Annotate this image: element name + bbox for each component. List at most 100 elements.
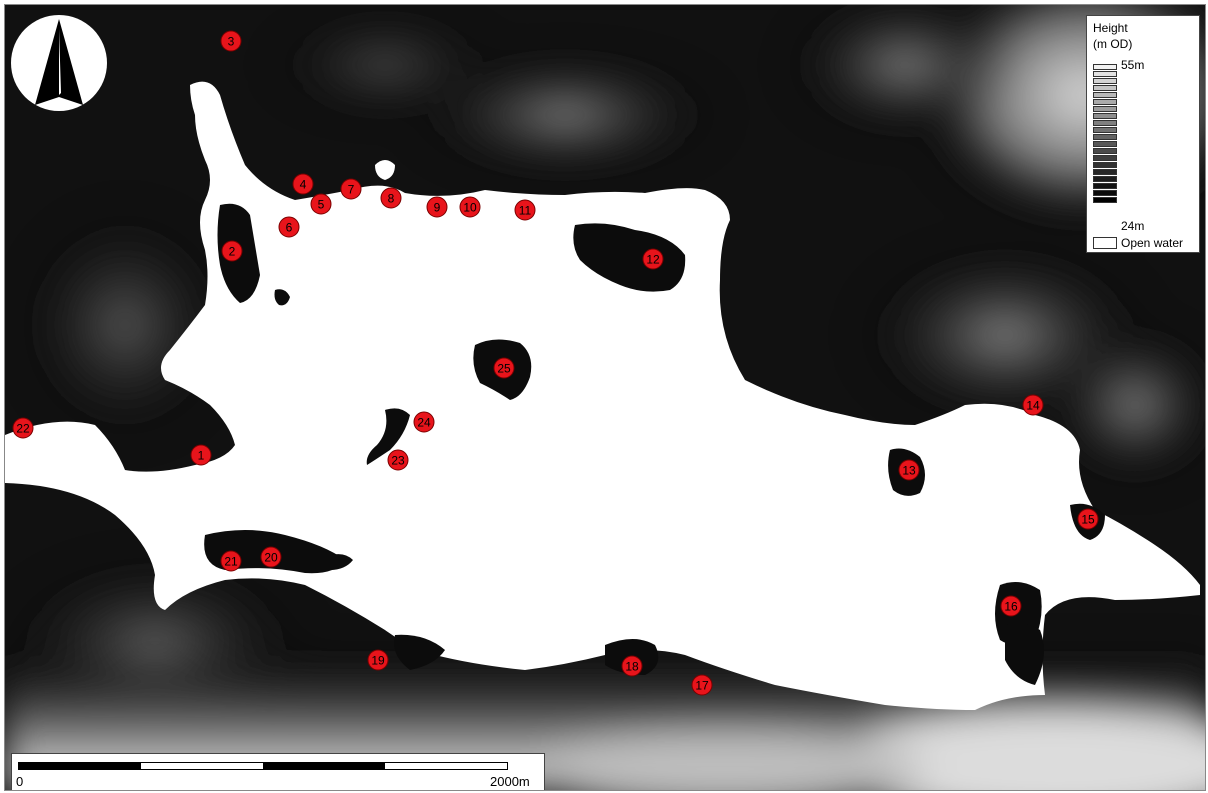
site-marker-22[interactable]: 22 bbox=[12, 417, 34, 439]
site-marker-11[interactable]: 11 bbox=[514, 199, 536, 221]
legend-ramp-step bbox=[1093, 162, 1117, 168]
site-marker-dot bbox=[1077, 508, 1099, 530]
site-marker-label: 21 bbox=[224, 555, 238, 569]
legend-ramp-step bbox=[1093, 176, 1117, 182]
site-marker-13[interactable]: 13 bbox=[898, 459, 920, 481]
site-marker-dot bbox=[493, 357, 515, 379]
site-marker-label: 19 bbox=[371, 654, 385, 668]
legend-max-label: 55m bbox=[1121, 58, 1145, 72]
site-marker-label: 8 bbox=[388, 192, 395, 206]
site-marker-label: 15 bbox=[1081, 513, 1095, 527]
site-marker-label: 6 bbox=[286, 221, 293, 235]
scale-bar: 0 2000m bbox=[11, 753, 545, 790]
site-marker-7[interactable]: 7 bbox=[340, 178, 362, 200]
site-marker-dot bbox=[898, 459, 920, 481]
site-marker-label: 18 bbox=[625, 660, 639, 674]
site-marker-dot bbox=[220, 30, 242, 52]
site-marker-label: 25 bbox=[497, 362, 511, 376]
site-marker-label: 14 bbox=[1026, 399, 1040, 413]
site-marker-dot bbox=[278, 216, 300, 238]
legend-ramp-step bbox=[1093, 85, 1117, 91]
site-marker-5[interactable]: 5 bbox=[310, 193, 332, 215]
site-marker-label: 23 bbox=[391, 454, 405, 468]
site-marker-16[interactable]: 16 bbox=[1000, 595, 1022, 617]
site-marker-dot bbox=[387, 449, 409, 471]
legend-ramp-step bbox=[1093, 183, 1117, 189]
site-marker-dot bbox=[426, 196, 448, 218]
site-marker-dot bbox=[514, 199, 536, 221]
site-marker-dot bbox=[260, 546, 282, 568]
site-marker-14[interactable]: 14 bbox=[1022, 394, 1044, 416]
site-marker-24[interactable]: 24 bbox=[413, 411, 435, 433]
site-marker-25[interactable]: 25 bbox=[493, 357, 515, 379]
site-marker-15[interactable]: 15 bbox=[1077, 508, 1099, 530]
site-marker-2[interactable]: 2 bbox=[221, 240, 243, 262]
legend-ramp-step bbox=[1093, 134, 1117, 140]
site-marker-dot bbox=[220, 550, 242, 572]
site-marker-label: 24 bbox=[417, 416, 431, 430]
legend-ramp-step bbox=[1093, 99, 1117, 105]
site-marker-17[interactable]: 17 bbox=[691, 674, 713, 696]
site-marker-1[interactable]: 1 bbox=[190, 444, 212, 466]
site-marker-label: 11 bbox=[519, 204, 532, 218]
site-marker-dot bbox=[459, 196, 481, 218]
site-marker-dot bbox=[340, 178, 362, 200]
site-marker-dot bbox=[190, 444, 212, 466]
legend-ramp-step bbox=[1093, 113, 1117, 119]
site-marker-3[interactable]: 3 bbox=[220, 30, 242, 52]
legend-min-label: 24m bbox=[1121, 219, 1145, 233]
site-marker-dot bbox=[413, 411, 435, 433]
site-marker-label: 22 bbox=[16, 422, 30, 436]
site-marker-dot bbox=[691, 674, 713, 696]
site-marker-23[interactable]: 23 bbox=[387, 449, 409, 471]
site-marker-4[interactable]: 4 bbox=[292, 173, 314, 195]
scale-end-label: 2000m bbox=[490, 774, 530, 789]
site-marker-dot bbox=[1000, 595, 1022, 617]
legend-ramp-step bbox=[1093, 155, 1117, 161]
north-arrow bbox=[11, 15, 107, 111]
height-legend: Height (m OD) 55m 24m Open water bbox=[1086, 15, 1200, 253]
site-marker-dot bbox=[310, 193, 332, 215]
site-marker-dot bbox=[621, 655, 643, 677]
site-marker-6[interactable]: 6 bbox=[278, 216, 300, 238]
legend-ramp-step bbox=[1093, 78, 1117, 84]
site-marker-20[interactable]: 20 bbox=[260, 546, 282, 568]
site-marker-label: 12 bbox=[646, 253, 660, 267]
scale-bar-graphic bbox=[18, 762, 508, 770]
legend-ramp-step bbox=[1093, 169, 1117, 175]
legend-ramp-step bbox=[1093, 71, 1117, 77]
site-marker-21[interactable]: 21 bbox=[220, 550, 242, 572]
scale-start-label: 0 bbox=[16, 774, 24, 789]
site-marker-8[interactable]: 8 bbox=[380, 187, 402, 209]
legend-ramp-step bbox=[1093, 120, 1117, 126]
site-marker-dot bbox=[642, 248, 664, 270]
legend-ramp-step bbox=[1093, 141, 1117, 147]
north-arrow-icon bbox=[59, 29, 61, 95]
legend-water-label: Open water bbox=[1121, 236, 1184, 250]
legend-ramp-step bbox=[1093, 190, 1117, 196]
legend-title-line2: (m OD) bbox=[1093, 37, 1133, 51]
legend-ramp-step bbox=[1093, 64, 1117, 70]
legend-ramp-step bbox=[1093, 148, 1117, 154]
site-marker-dot bbox=[12, 417, 34, 439]
site-marker-label: 20 bbox=[264, 551, 278, 565]
site-marker-12[interactable]: 12 bbox=[642, 248, 664, 270]
site-marker-label: 4 bbox=[300, 178, 307, 192]
site-marker-9[interactable]: 9 bbox=[426, 196, 448, 218]
site-marker-label: 17 bbox=[695, 679, 709, 693]
site-marker-dot bbox=[380, 187, 402, 209]
site-marker-10[interactable]: 10 bbox=[459, 196, 481, 218]
legend-ramp-step bbox=[1093, 92, 1117, 98]
site-marker-label: 5 bbox=[318, 198, 325, 212]
legend-color-ramp bbox=[1093, 64, 1117, 234]
site-marker-19[interactable]: 19 bbox=[367, 649, 389, 671]
legend-ramp-step bbox=[1093, 197, 1117, 203]
site-marker-label: 9 bbox=[434, 201, 441, 215]
legend-ramp-step bbox=[1093, 106, 1117, 112]
site-marker-dot bbox=[1022, 394, 1044, 416]
site-marker-18[interactable]: 18 bbox=[621, 655, 643, 677]
site-marker-label: 7 bbox=[348, 183, 355, 197]
